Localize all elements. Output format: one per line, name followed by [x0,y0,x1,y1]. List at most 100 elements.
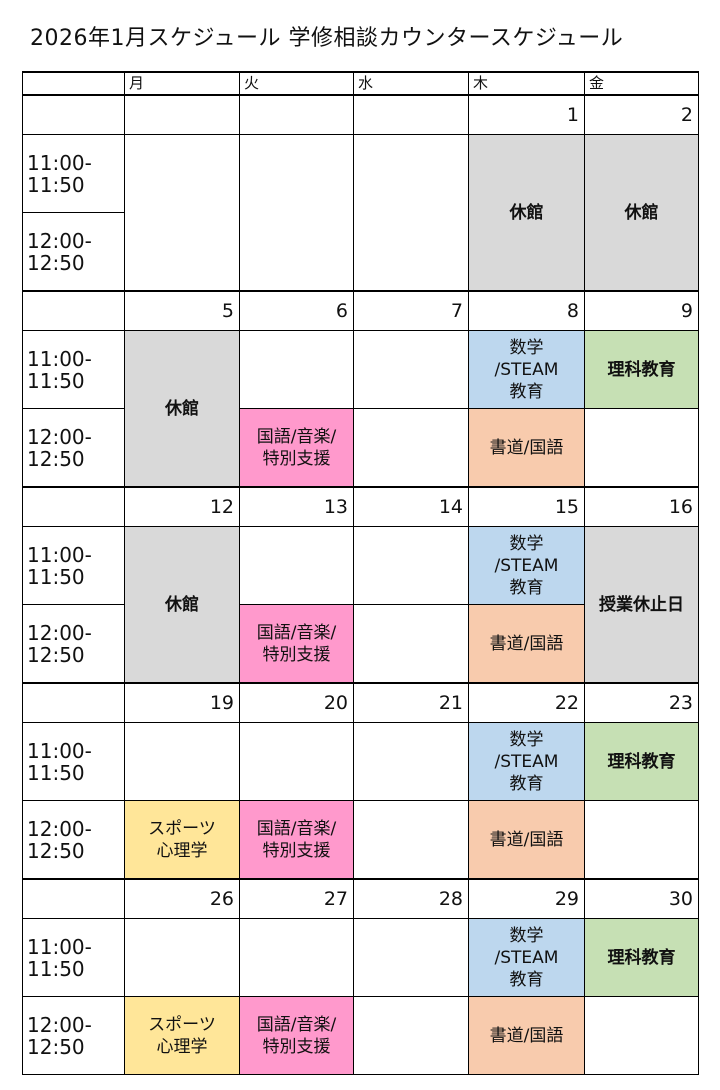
week-1-slot-2: 12:00-12:50 [22,212,699,292]
date-cell: 7 [353,290,469,331]
date-label-cell [22,94,125,135]
calligraphy-session: 書道/国語 [468,408,585,488]
week-4-slot-2: 12:00-12:50 スポーツ心理学 国語/音楽/特別支援 書道/国語 [22,800,699,880]
schedule-cell [239,134,354,292]
date-cell: 21 [353,682,469,723]
weekday-header-row: 月 火 水 木 金 [22,71,699,96]
date-label-cell [22,878,125,919]
schedule-cell [353,330,469,409]
calligraphy-session: 書道/国語 [468,800,585,880]
schedule-cell [124,134,240,292]
schedule-cell [584,800,699,880]
week-5-slot-2: 12:00-12:50 スポーツ心理学 国語/音楽/特別支援 書道/国語 [22,996,699,1075]
date-cell: 1 [468,94,585,135]
date-cell: 16 [584,486,699,527]
date-cell: 29 [468,878,585,919]
closed-cell: 休館 [124,330,240,488]
page-title: 2026年1月スケジュール 学修相談カウンタースケジュール [30,26,624,51]
date-cell: 8 [468,290,585,331]
date-cell [239,94,354,135]
time-slot-label: 11:00-11:50 [22,134,125,213]
science-session: 理科教育 [584,330,699,409]
schedule-cell [353,722,469,801]
closed-cell: 休館 [584,134,699,292]
time-slot-label: 12:00-12:50 [22,212,125,292]
no-class-day-cell: 授業休止日 [584,526,699,684]
date-cell: 14 [353,486,469,527]
schedule-table: 月 火 水 木 金 1 2 11:00-11:50 休館 休館 12:00-12… [22,71,699,1075]
schedule-cell [124,722,240,801]
time-slot-label: 11:00-11:50 [22,526,125,605]
science-session: 理科教育 [584,918,699,997]
date-cell: 13 [239,486,354,527]
week-2-date-row: 5 6 7 8 9 [22,290,699,331]
week-1-slot-1: 11:00-11:50 休館 休館 [22,134,699,292]
week-3-slot-2: 12:00-12:50 国語/音楽/特別支援 書道/国語 [22,604,699,684]
date-label-cell [22,486,125,527]
weekday-thu: 木 [468,71,585,96]
weekday-tue: 火 [239,71,354,96]
date-cell: 28 [353,878,469,919]
corner-cell [22,71,125,96]
date-cell: 26 [124,878,240,919]
time-slot-label: 11:00-11:50 [22,918,125,997]
schedule-cell [353,134,469,292]
time-slot-label: 12:00-12:50 [22,604,125,684]
science-session: 理科教育 [584,722,699,801]
time-slot-label: 12:00-12:50 [22,800,125,880]
week-5-date-row: 26 27 28 29 30 [22,878,699,919]
weekday-mon: 月 [124,71,240,96]
sports-psychology-session: スポーツ心理学 [124,800,240,880]
date-cell: 12 [124,486,240,527]
date-cell: 9 [584,290,699,331]
japanese-music-session: 国語/音楽/特別支援 [239,408,354,488]
schedule-cell [239,330,354,409]
schedule-cell [239,722,354,801]
schedule-cell [124,918,240,997]
japanese-music-session: 国語/音楽/特別支援 [239,604,354,684]
date-cell: 5 [124,290,240,331]
schedule-cell [353,526,469,605]
closed-cell: 休館 [124,526,240,684]
schedule-cell [353,408,469,488]
week-4-date-row: 19 20 21 22 23 [22,682,699,723]
week-1-date-row: 1 2 [22,94,699,135]
date-cell: 15 [468,486,585,527]
week-3-date-row: 12 13 14 15 16 [22,486,699,527]
date-cell: 19 [124,682,240,723]
date-cell [124,94,240,135]
japanese-music-session: 国語/音楽/特別支援 [239,996,354,1075]
date-cell: 20 [239,682,354,723]
schedule-cell [353,996,469,1075]
time-slot-label: 12:00-12:50 [22,996,125,1075]
schedule-cell [353,604,469,684]
time-slot-label: 12:00-12:50 [22,408,125,488]
schedule-cell [239,526,354,605]
schedule-cell [584,996,699,1075]
time-slot-label: 11:00-11:50 [22,722,125,801]
date-cell: 6 [239,290,354,331]
week-2-slot-2: 12:00-12:50 国語/音楽/特別支援 書道/国語 [22,408,699,488]
weekday-wed: 水 [353,71,469,96]
date-cell: 22 [468,682,585,723]
date-cell [353,94,469,135]
japanese-music-session: 国語/音楽/特別支援 [239,800,354,880]
date-label-cell [22,290,125,331]
date-cell: 2 [584,94,699,135]
closed-cell: 休館 [468,134,585,292]
schedule-cell [239,918,354,997]
weekday-fri: 金 [584,71,699,96]
date-label-cell [22,682,125,723]
schedule-cell [353,918,469,997]
calligraphy-session: 書道/国語 [468,604,585,684]
schedule-cell [584,408,699,488]
date-cell: 27 [239,878,354,919]
